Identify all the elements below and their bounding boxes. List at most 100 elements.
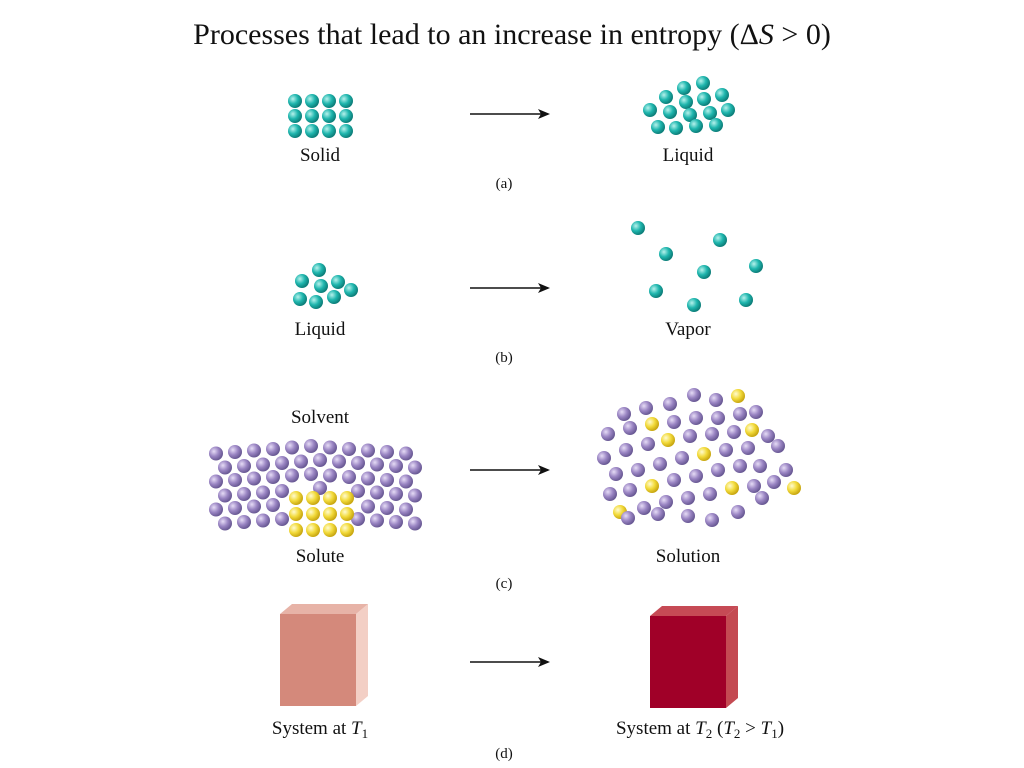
solution-solvent-particle xyxy=(727,425,741,439)
label-t2-var: T xyxy=(695,718,706,739)
solution-solvent-particle xyxy=(637,501,651,515)
solvent-particle xyxy=(209,446,223,461)
solute-particle xyxy=(340,523,354,537)
solution-solvent-particle xyxy=(753,459,767,473)
solvent-particle xyxy=(256,457,270,472)
solvent-particle xyxy=(380,501,394,515)
solvent-particle xyxy=(361,499,375,514)
solute-particle xyxy=(323,523,337,537)
solvent-particle xyxy=(408,488,422,503)
label-cond-sub2: 1 xyxy=(771,726,778,741)
solvent-particle xyxy=(399,502,413,517)
solution-solvent-particle xyxy=(667,415,681,429)
solid-particle xyxy=(339,94,353,108)
system-box-hot xyxy=(650,606,738,708)
solvent-particle xyxy=(304,439,318,453)
liquid-particle xyxy=(689,119,703,133)
solution-solvent-particle xyxy=(749,405,763,419)
solvent-particle xyxy=(247,443,261,458)
solution-solvent-particle xyxy=(689,469,703,483)
label-solute: Solute xyxy=(295,546,345,567)
solvent-particle xyxy=(323,468,337,483)
solute-particle xyxy=(323,507,337,521)
solute-particle xyxy=(289,507,303,521)
label-system-t1-text: System at xyxy=(271,718,352,739)
solution-solvent-particle xyxy=(705,427,719,441)
solute-particle xyxy=(306,523,320,537)
liquid-particle xyxy=(312,263,326,277)
label-t1-sub: 1 xyxy=(361,726,369,741)
tag-b: (b) xyxy=(495,350,513,366)
label-solid: Solid xyxy=(299,145,341,166)
solid-particle xyxy=(339,109,353,123)
liquid-particle xyxy=(651,120,665,134)
solvent-particle xyxy=(389,515,403,529)
solvent-particle xyxy=(228,445,242,459)
solution-solvent-particle xyxy=(653,457,667,471)
label-system-t2: System at T2 (T2 > T1) xyxy=(570,718,830,742)
vapor-particle xyxy=(631,221,645,235)
solvent-particle xyxy=(332,454,346,469)
label-solvent: Solvent xyxy=(290,407,350,428)
solvent-particle xyxy=(370,457,384,472)
solvent-particle xyxy=(380,445,394,459)
liquid-particle xyxy=(314,279,328,293)
liquid-particle xyxy=(679,95,693,109)
label-system-t1: System at T1 xyxy=(240,718,400,742)
solution-solvent-particle xyxy=(703,487,717,501)
vapor-particle xyxy=(739,293,753,307)
solution-solute-particle xyxy=(731,389,745,403)
label-t2-sub: 2 xyxy=(705,726,713,741)
solution-solvent-particle xyxy=(681,491,695,505)
vapor-particle xyxy=(713,233,727,247)
solvent-particle xyxy=(247,499,261,514)
solid-particle xyxy=(322,94,336,108)
label-cond-close: ) xyxy=(777,718,785,739)
solvent-particle xyxy=(313,481,327,495)
liquid-particle xyxy=(327,290,341,304)
solution-solvent-particle xyxy=(767,475,781,489)
label-liquid-a: Liquid xyxy=(662,145,714,166)
solvent-particle xyxy=(304,467,318,481)
vapor-particle xyxy=(697,265,711,279)
solution-solvent-particle xyxy=(601,427,615,441)
solvent-particle xyxy=(275,484,289,498)
solvent-particle xyxy=(313,453,327,467)
vapor-particle xyxy=(649,284,663,298)
solid-particle xyxy=(322,109,336,123)
label-vapor: Vapor xyxy=(665,319,711,340)
solution-solvent-particle xyxy=(619,443,633,457)
solvent-particle xyxy=(380,473,394,487)
solution-solute-particle xyxy=(725,481,739,495)
solid-particle xyxy=(305,94,319,108)
title-variable: S xyxy=(758,18,774,51)
system-box-cool xyxy=(280,604,368,706)
solution-solvent-particle xyxy=(733,407,747,421)
solution-solute-particle xyxy=(697,447,711,461)
solution-solvent-particle xyxy=(705,513,719,527)
solution-solvent-particle xyxy=(689,411,703,425)
solvent-particle xyxy=(256,513,270,528)
tag-d: (d) xyxy=(495,746,513,762)
solvent-particle xyxy=(370,513,384,528)
solvent-particle xyxy=(351,512,365,526)
solvent-particle xyxy=(408,516,422,531)
label-t1-var: T xyxy=(351,718,362,739)
liquid-particle xyxy=(715,88,729,102)
label-cond-sub1: 2 xyxy=(733,726,741,741)
solution-solvent-particle xyxy=(675,451,689,465)
liquid-particle xyxy=(696,76,710,90)
solution-solvent-particle xyxy=(667,473,681,487)
solvent-particle xyxy=(323,440,337,455)
liquid-particle xyxy=(344,283,358,297)
solution-solvent-particle xyxy=(747,479,761,493)
solvent-particle xyxy=(408,460,422,475)
solvent-particle xyxy=(237,459,251,473)
liquid-particle xyxy=(295,274,309,288)
solute-particle xyxy=(340,507,354,521)
vapor-particle xyxy=(749,259,763,273)
solution-solvent-particle xyxy=(687,388,701,402)
vapor-particle xyxy=(659,247,673,261)
solvent-particle xyxy=(228,501,242,515)
solution-solvent-particle xyxy=(741,441,755,455)
